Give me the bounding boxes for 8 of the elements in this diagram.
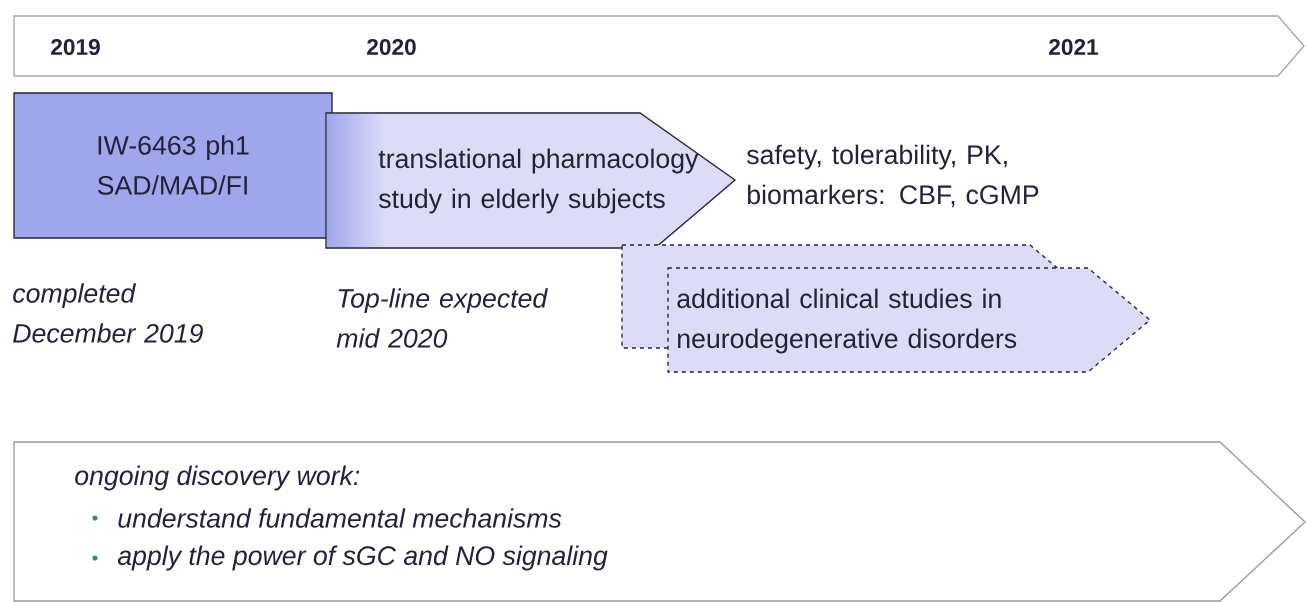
study-pentagon: translational pharmacology study in elderly subjects	[325, 112, 737, 249]
phase-box: IW-6463 ph1 SAD/MAD/FI	[13, 92, 333, 239]
timeline-band: 2019 2020 2021	[13, 15, 1305, 77]
stacked-study-pentagon: additional clinical studies in neurodegenerative disorders	[621, 244, 1152, 373]
discovery-band: ongoing discovery work: understand fundamental mechanisms apply the power of sGC and NO signaling	[13, 441, 1306, 602]
note-text: Top-line expected mid 2020	[336, 288, 548, 348]
note-text: safety, tolerability, PK, biomarkers: CBF, cGMP	[747, 144, 1039, 208]
note-text: completed December 2019	[13, 283, 203, 343]
